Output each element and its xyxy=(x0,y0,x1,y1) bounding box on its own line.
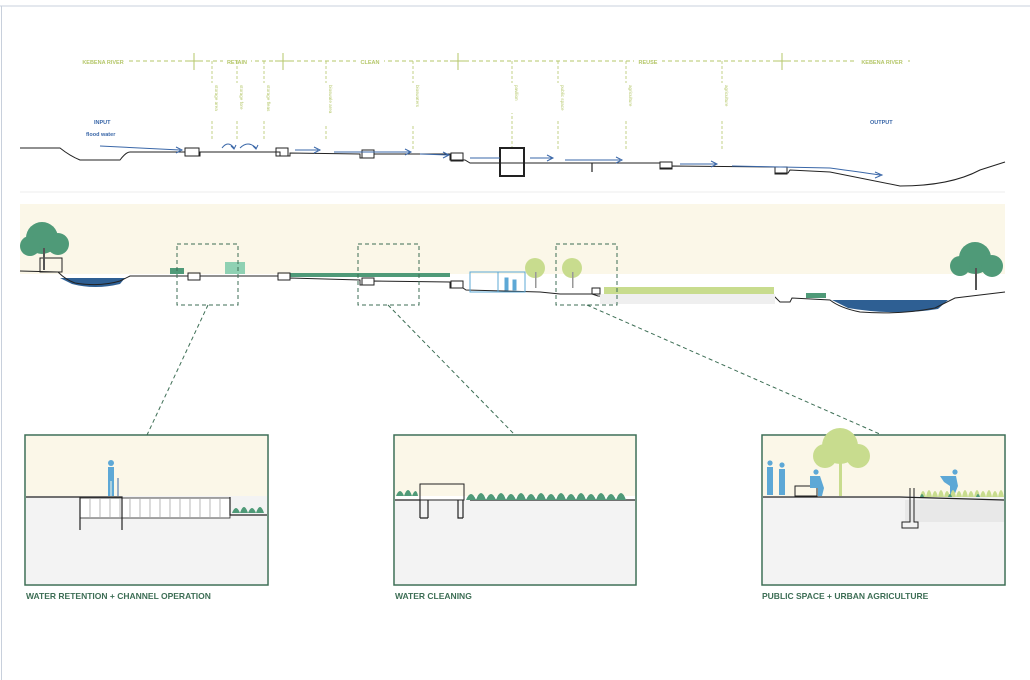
detail-panel-public-space: PUBLIC SPACE + URBAN AGRICULTURE xyxy=(761,428,1006,601)
middle-structures xyxy=(39,257,601,295)
sub-label-pavilion: pavilion xyxy=(514,85,519,101)
sub-label-storage-area: storage area xyxy=(214,85,219,111)
sub-label-bioswaters: bioswaters xyxy=(415,85,420,108)
zone-label-kebena-river-left: KEBENA RIVER xyxy=(82,60,123,66)
middle-trees xyxy=(20,222,1003,290)
sub-label-bioswale-area: bioswale area xyxy=(328,85,333,114)
middle-sky-band xyxy=(20,204,1005,274)
panel-title-public-space: PUBLIC SPACE + URBAN AGRICULTURE xyxy=(762,591,929,601)
detail-panel-cleaning: WATER CLEANING xyxy=(393,434,637,601)
flow-arrows xyxy=(99,143,884,179)
sub-label-lines xyxy=(211,61,723,150)
sub-label-public-space: public space xyxy=(560,85,565,111)
sub-labels: storage area storage fore storage fleas … xyxy=(209,83,729,125)
zone-tick-marks xyxy=(186,53,790,70)
middle-pavilion xyxy=(469,271,526,293)
panel-title-retention: WATER RETENTION + CHANNEL OPERATION xyxy=(26,591,211,601)
panel-title-cleaning: WATER CLEANING xyxy=(395,591,472,601)
person-figure xyxy=(108,460,114,496)
sub-label-agriculture-2: agriculture xyxy=(724,85,729,107)
public-space-tree xyxy=(813,428,870,496)
cleaning-vegetation xyxy=(396,490,626,500)
sub-label-storage-fore: storage fore xyxy=(239,85,244,110)
middle-ground-line xyxy=(19,270,1006,314)
top-ground-profile xyxy=(20,147,1006,187)
sub-label-agriculture-1: agriculture xyxy=(628,85,633,107)
zone-label-clean: CLEAN xyxy=(361,60,380,66)
output-label: OUTPUT xyxy=(870,120,893,126)
zone-header: KEBENA RIVER RETAIN CLEAN REUSE KEBENA R… xyxy=(78,53,910,70)
zone-label-kebena-river-right: KEBENA RIVER xyxy=(861,60,902,66)
reuse-ground-fill xyxy=(600,294,775,304)
detail-panel-retention: WATER RETENTION + CHANNEL OPERATION xyxy=(24,434,269,601)
flood-water-label: flood water xyxy=(86,132,116,138)
public-space-crops xyxy=(920,490,1004,497)
agriculture-crops xyxy=(604,287,774,294)
input-label: INPUT xyxy=(94,120,111,126)
left-river-water xyxy=(60,278,125,287)
callout-connectors xyxy=(146,304,883,436)
pavilion-frame xyxy=(499,147,525,177)
right-river-water xyxy=(832,300,948,313)
zone-label-reuse: REUSE xyxy=(639,60,658,66)
sub-label-storage-fleas: storage fleas xyxy=(266,85,271,112)
callout-boxes xyxy=(176,243,618,306)
